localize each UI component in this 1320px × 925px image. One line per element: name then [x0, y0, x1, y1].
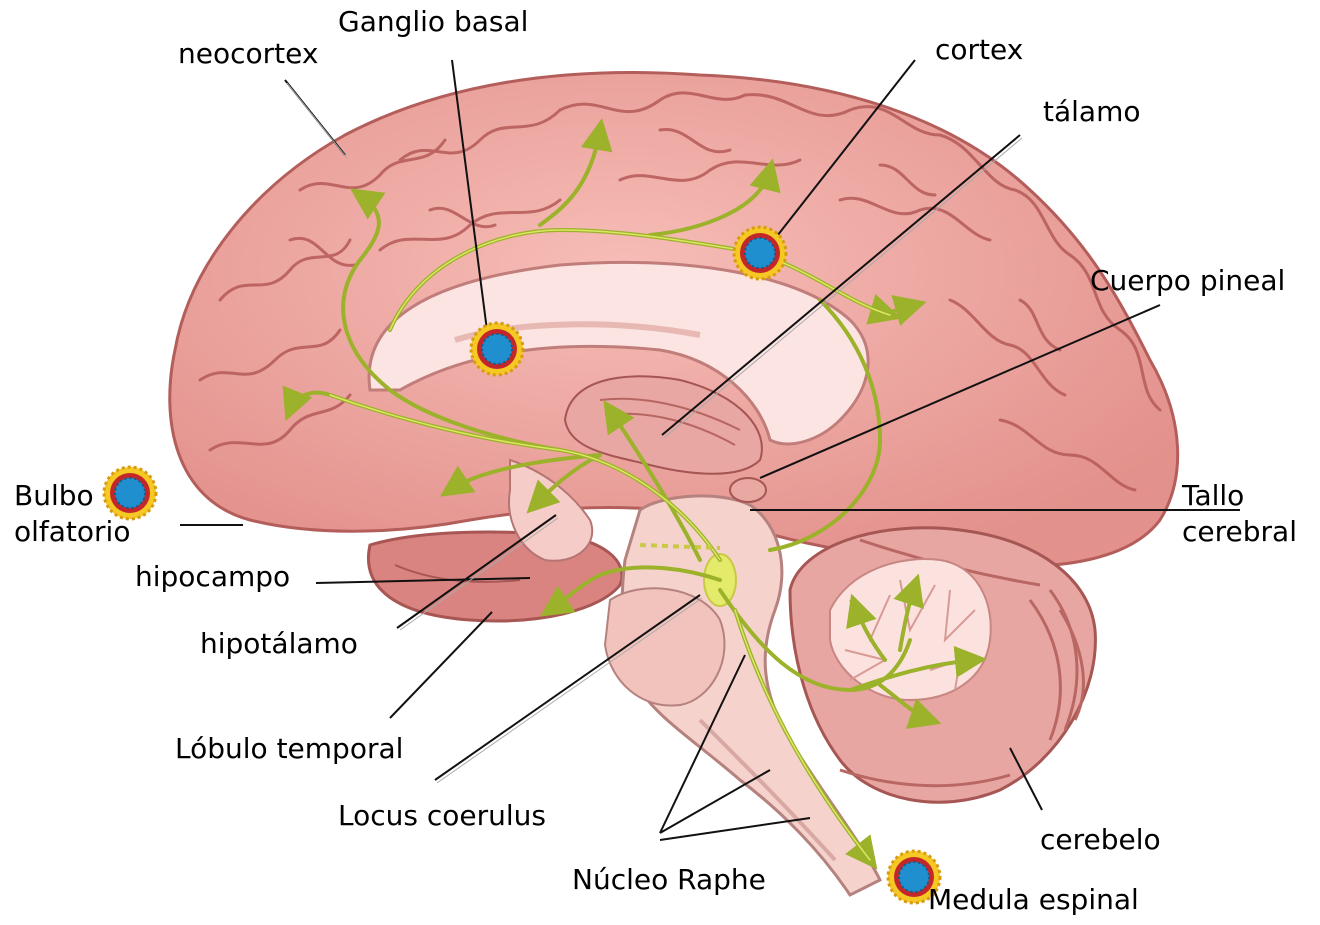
label-neocortex: neocortex [178, 38, 318, 70]
label-hipocampo: hipocampo [135, 561, 290, 593]
pineal-body [730, 478, 766, 502]
label-ganglio-basal: Ganglio basal [338, 6, 528, 38]
label-cortex: cortex [935, 34, 1023, 66]
virus-icon [734, 227, 786, 279]
label-bulbo-olfatorio: Bulbo olfatorio [14, 478, 130, 550]
label-hipotalamo: hipotálamo [200, 628, 358, 660]
label-cerebelo: cerebelo [1040, 824, 1161, 856]
virus-icon [471, 323, 523, 375]
label-locus-coerulus: Locus coerulus [338, 800, 546, 832]
label-medula-espinal: Medula espinal [928, 884, 1139, 916]
label-lobulo-temporal: Lóbulo temporal [175, 733, 403, 765]
label-tallo-cerebral: Tallo cerebral [1182, 478, 1297, 550]
label-talamo: tálamo [1043, 96, 1140, 128]
label-nucleo-raphe: Núcleo Raphe [572, 864, 766, 896]
label-cuerpo-pineal: Cuerpo pineal [1090, 265, 1285, 297]
